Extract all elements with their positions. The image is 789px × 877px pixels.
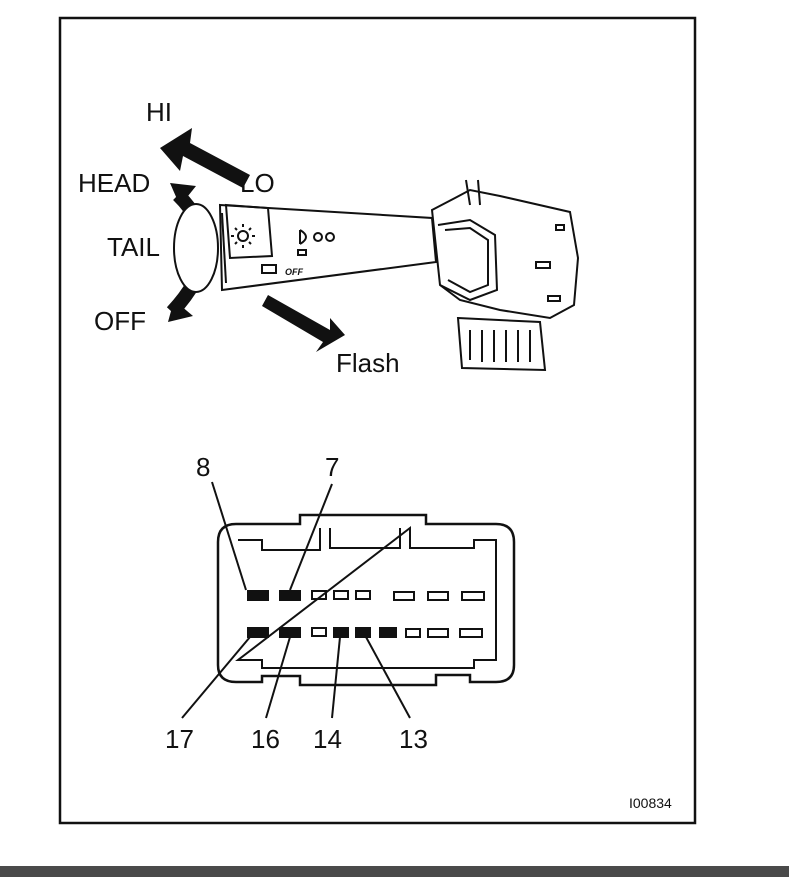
label-head: HEAD bbox=[78, 168, 150, 198]
label-tail: TAIL bbox=[107, 232, 160, 262]
footer-bar bbox=[0, 866, 789, 877]
label-lo: LO bbox=[240, 168, 275, 198]
lever-stalk bbox=[218, 203, 438, 292]
top-row-cavities bbox=[247, 590, 485, 601]
terminal-8: 8 bbox=[196, 452, 210, 482]
label-hi: HI bbox=[146, 97, 172, 127]
terminal-7: 7 bbox=[325, 452, 339, 482]
lever-off-marking: OFF bbox=[285, 267, 303, 277]
bottom-row-cavities bbox=[247, 627, 483, 638]
rotation-arrow-bottom-icon bbox=[168, 300, 193, 322]
connector-face bbox=[181, 481, 516, 719]
leader-lines bbox=[181, 481, 411, 719]
flash-arrow-icon bbox=[262, 295, 345, 352]
lever-knob bbox=[173, 203, 219, 293]
hi-arrow-icon bbox=[160, 128, 250, 188]
label-off: OFF bbox=[94, 306, 146, 336]
figure-frame bbox=[58, 16, 697, 825]
switch-body bbox=[430, 188, 580, 320]
connector-outline bbox=[216, 513, 516, 687]
rotation-arrow-top-icon bbox=[170, 183, 196, 206]
terminal-14: 14 bbox=[313, 724, 342, 754]
terminal-13: 13 bbox=[399, 724, 428, 754]
combination-switch-illustration bbox=[160, 128, 580, 372]
label-flash: Flash bbox=[336, 348, 400, 378]
figure-code: I00834 bbox=[629, 795, 672, 811]
terminal-17: 17 bbox=[165, 724, 194, 754]
terminal-16: 16 bbox=[251, 724, 280, 754]
